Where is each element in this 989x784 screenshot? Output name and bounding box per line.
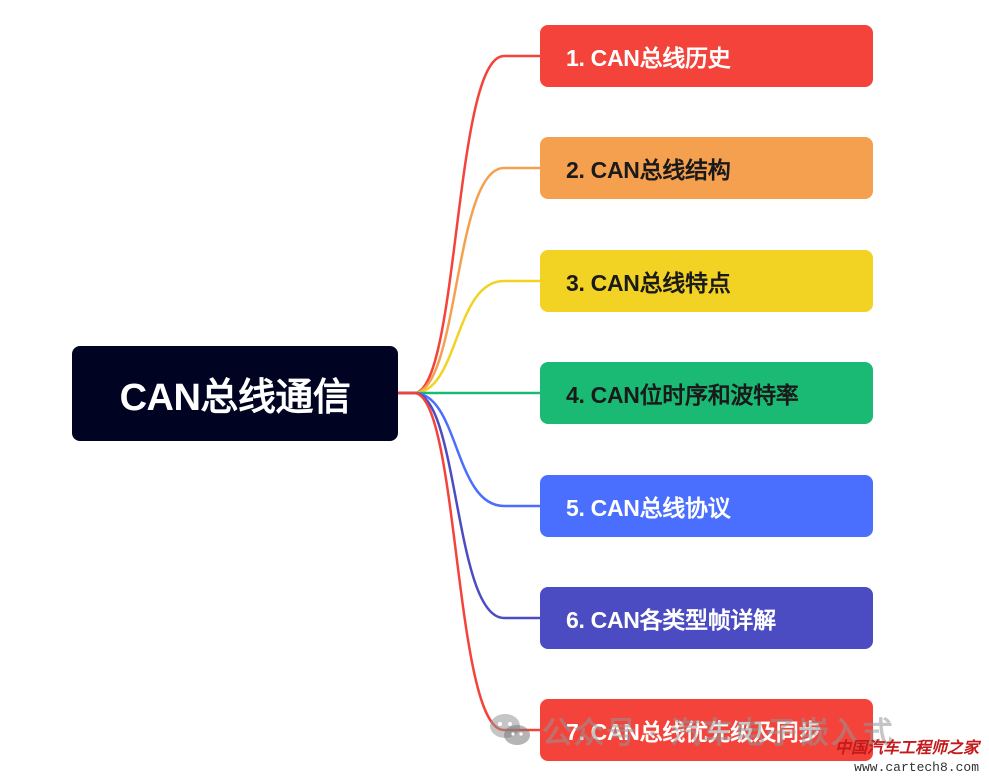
branch-node-7[interactable]: 7. CAN总线优先级及同步: [540, 699, 873, 761]
root-label: CAN总线通信: [119, 377, 351, 419]
root-node[interactable]: CAN总线通信: [72, 346, 398, 441]
branch-node-3[interactable]: 3. CAN总线特点: [540, 250, 873, 312]
connector-6: [398, 391, 540, 620]
branch-label-4: 4. CAN位时序和波特率: [566, 382, 799, 408]
branch-node-2[interactable]: 2. CAN总线结构: [540, 137, 873, 199]
connector-2: [398, 166, 540, 395]
branch-node-1[interactable]: 1. CAN总线历史: [540, 25, 873, 87]
connector-5: [398, 391, 540, 508]
branch-label-1: 1. CAN总线历史: [566, 45, 731, 71]
branch-label-6: 6. CAN各类型帧详解: [566, 607, 776, 633]
site-logo: 中国汽车工程师之家 www.cartech8.com: [835, 734, 979, 775]
site-logo-url: www.cartech8.com: [854, 760, 979, 775]
branch-node-5[interactable]: 5. CAN总线协议: [540, 475, 873, 537]
branch-node-6[interactable]: 6. CAN各类型帧详解: [540, 587, 873, 649]
branch-label-5: 5. CAN总线协议: [566, 495, 731, 521]
branch-label-7: 7. CAN总线优先级及同步: [566, 719, 822, 745]
connector-1: [398, 54, 540, 395]
connector-3: [398, 279, 540, 395]
branch-node-4[interactable]: 4. CAN位时序和波特率: [540, 362, 873, 424]
site-logo-name: 中国汽车工程师之家: [834, 738, 979, 757]
branch-label-2: 2. CAN总线结构: [566, 157, 731, 183]
branch-label-3: 3. CAN总线特点: [566, 270, 731, 296]
